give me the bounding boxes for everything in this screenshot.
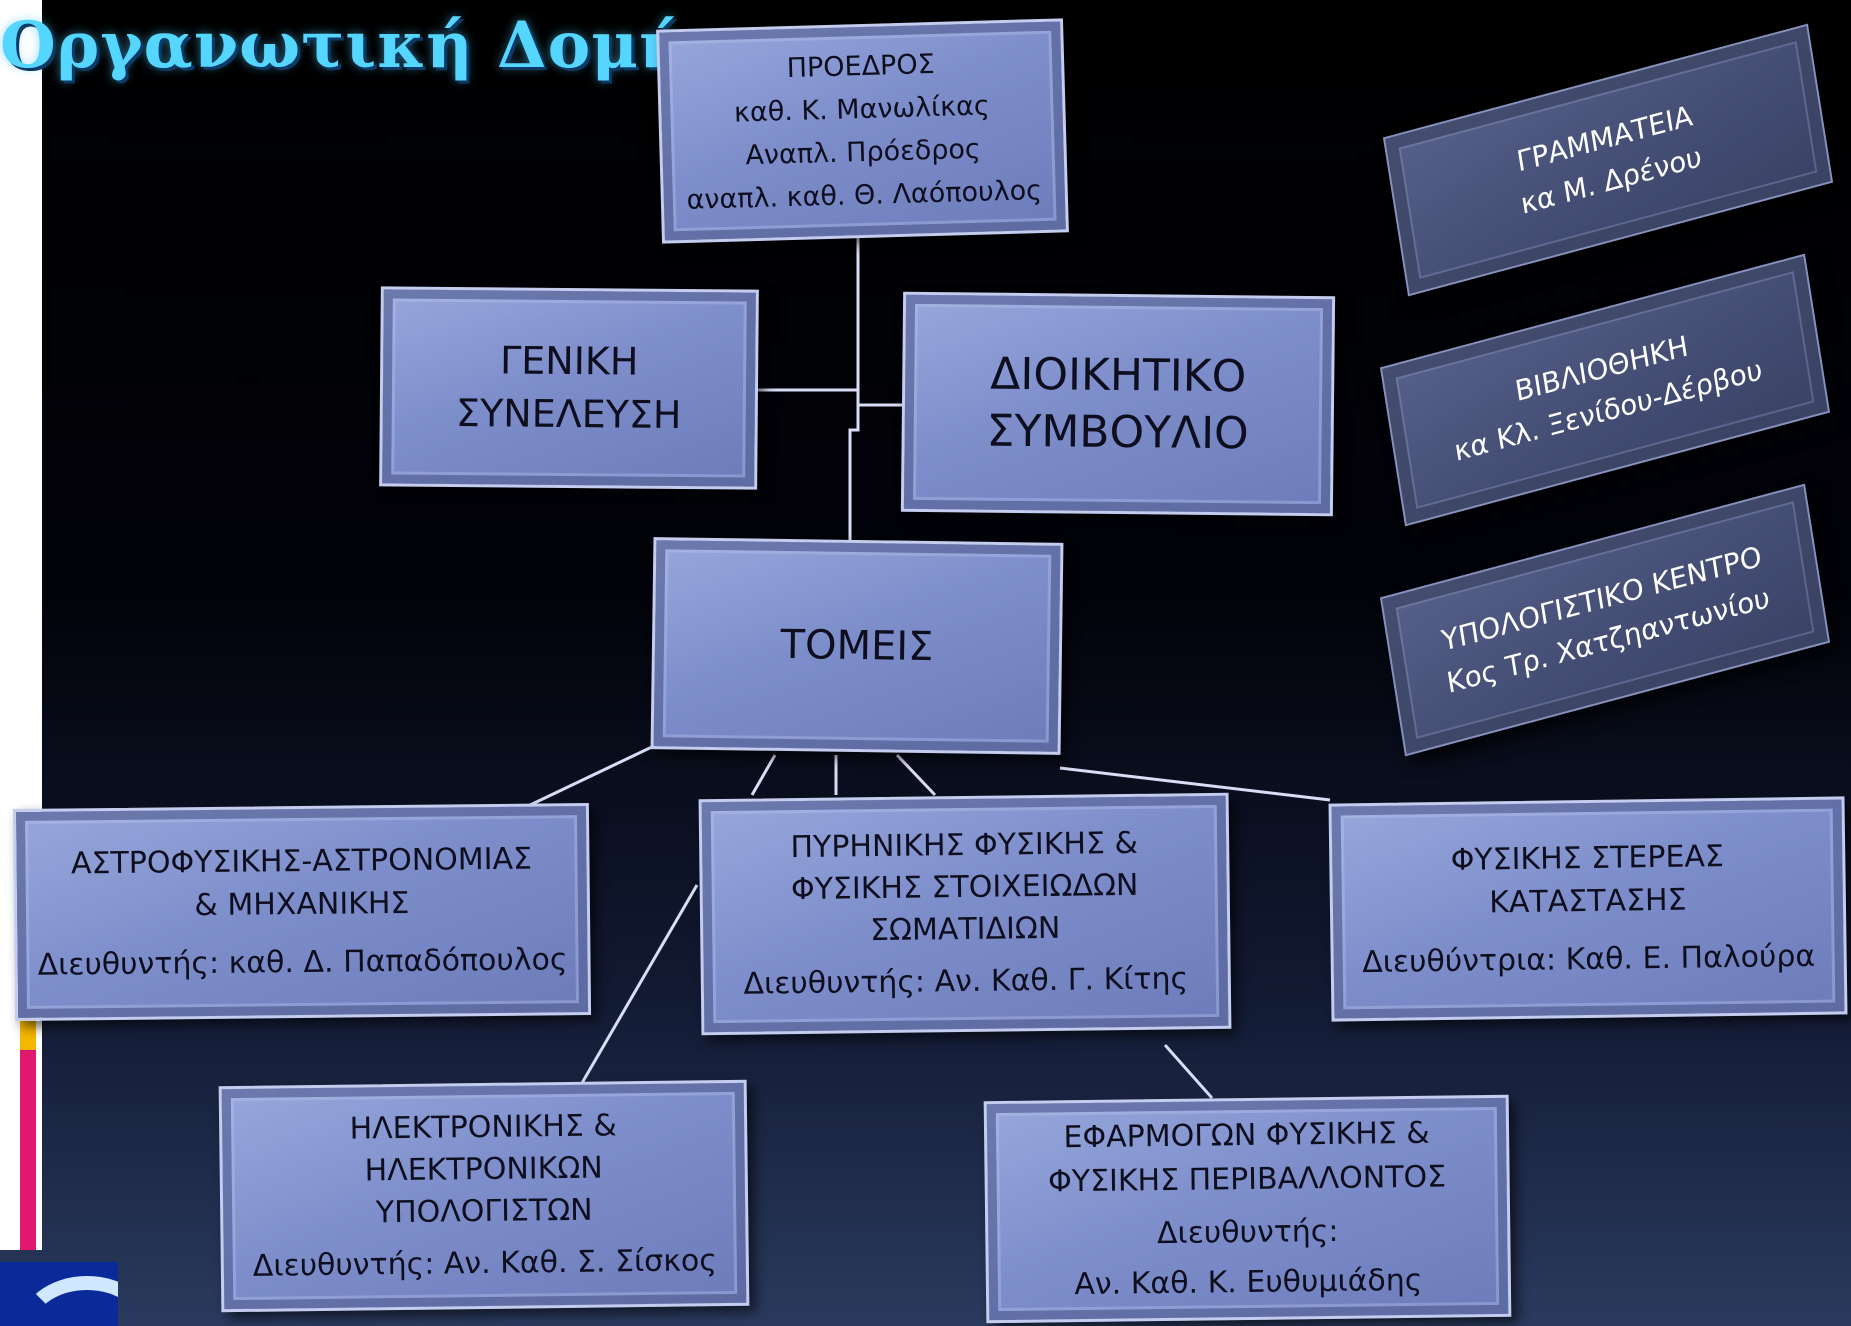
department-astro-line2: & ΜΗΧΑΝΙΚΗΣ	[194, 886, 410, 924]
connector-electronics	[580, 884, 699, 1084]
department-nuclear-line3: ΣΩΜΑΤΙΔΙΩΝ	[869, 910, 1061, 949]
president-title: ΠΡΟΕΔΡΟΣ	[786, 48, 936, 84]
department-solid-line1: ΦΥΣΙΚΗΣ ΣΤΕΡΕΑΣ	[1450, 838, 1725, 878]
department-solid-director: Διευθύντρια: Καθ. Ε. Παλούρα	[1362, 938, 1816, 980]
board-line1: ΔΙΟΙΚΗΤΙΚΟ	[990, 348, 1247, 403]
accent-bar-pink	[20, 1050, 36, 1250]
board-box: ΔΙΟΙΚΗΤΙΚΟ ΣΥΜΒΟΥΛΙΟ	[900, 291, 1336, 517]
vice-president-name: αναπλ. καθ. Θ. Λαόπουλος	[686, 175, 1043, 217]
department-applied-director-label: Διευθυντής:	[1156, 1213, 1339, 1252]
department-electronics-line3: ΥΠΟΛΟΓΙΣΤΩΝ	[375, 1192, 593, 1231]
sectors-box: ΤΟΜΕΙΣ	[650, 537, 1064, 755]
vice-president-title: Αναπλ. Πρόεδρος	[745, 133, 982, 172]
connector-astro	[527, 743, 657, 808]
department-astro-line1: ΑΣΤΡΟΦΥΣΙΚΗΣ-ΑΣΤΡΟΝΟΜΙΑΣ	[70, 841, 533, 882]
sectors-label: ΤΟΜΕΙΣ	[780, 621, 934, 671]
department-applied-director-name: Αν. Καθ. Κ. Ευθυμιάδης	[1074, 1262, 1423, 1302]
department-solid-box: ΦΥΣΙΚΗΣ ΣΤΕΡΕΑΣ ΚΑΤΑΣΤΑΣΗΣ Διευθύντρια: …	[1328, 796, 1848, 1022]
department-nuclear-line2: ΦΥΣΙΚΗΣ ΣΤΟΙΧΕΙΩΔΩΝ	[790, 867, 1139, 908]
department-electronics-box: ΗΛΕΚΤΡΟΝΙΚΗΣ & ΗΛΕΚΤΡΟΝΙΚΩΝ ΥΠΟΛΟΓΙΣΤΩΝ …	[218, 1079, 750, 1313]
department-applied-line1: ΕΦΑΡΜΟΓΩΝ ΦΥΣΙΚΗΣ &	[1063, 1115, 1430, 1156]
department-nuclear-line1: ΠΥΡΗΝΙΚΗΣ ΦΥΣΙΚΗΣ &	[790, 825, 1139, 866]
connector-nuclear-1	[750, 754, 777, 796]
department-astro-director: Διευθυντής: καθ. Δ. Παπαδόπουλος	[37, 941, 568, 983]
connector-solid	[1059, 766, 1331, 802]
department-nuclear-director: Διευθυντής: Αν. Καθ. Γ. Κίτης	[743, 961, 1189, 1002]
general-assembly-line2: ΣΥΝΕΛΕΥΣΗ	[455, 391, 682, 437]
department-applied-line2: ΦΥΣΙΚΗΣ ΠΕΡΙΒΑΛΛΟΝΤΟΣ	[1047, 1159, 1447, 1199]
department-electronics-line2: ΗΛΕΚΤΡΟΝΙΚΩΝ	[364, 1150, 603, 1189]
board-line2: ΣΥΜΒΟΥΛΙΟ	[986, 405, 1249, 460]
connector-nuclear-3	[895, 753, 937, 797]
department-solid-line2: ΚΑΤΑΣΤΑΣΗΣ	[1488, 882, 1687, 921]
president-box: ΠΡΟΕΔΡΟΣ καθ. Κ. Μανωλίκας Αναπλ. Πρόεδρ…	[656, 18, 1069, 244]
logo-icon	[0, 1262, 118, 1326]
page-title: Οργανωτική Δομή	[0, 8, 687, 83]
department-electronics-director: Διευθυντής: Αν. Καθ. Σ. Σίσκος	[252, 1243, 718, 1284]
general-assembly-line1: ΓΕΝΙΚΗ	[499, 338, 639, 384]
president-name: καθ. Κ. Μανωλίκας	[733, 90, 991, 129]
general-assembly-box: ΓΕΝΙΚΗ ΣΥΝΕΛΕΥΣΗ	[379, 286, 759, 490]
department-astro-box: ΑΣΤΡΟΦΥΣΙΚΗΣ-ΑΣΤΡΟΝΟΜΙΑΣ & ΜΗΧΑΝΙΚΗΣ Διε…	[12, 802, 592, 1022]
department-nuclear-box: ΠΥΡΗΝΙΚΗΣ ΦΥΣΙΚΗΣ & ΦΥΣΙΚΗΣ ΣΤΟΙΧΕΙΩΔΩΝ …	[698, 792, 1232, 1036]
department-applied-box: ΕΦΑΡΜΟΓΩΝ ΦΥΣΙΚΗΣ & ΦΥΣΙΚΗΣ ΠΕΡΙΒΑΛΛΟΝΤΟ…	[983, 1094, 1512, 1324]
department-electronics-line1: ΗΛΕΚΤΡΟΝΙΚΗΣ &	[349, 1108, 617, 1147]
connector-applied	[1163, 1044, 1214, 1099]
connector-president-sectors	[848, 238, 860, 540]
